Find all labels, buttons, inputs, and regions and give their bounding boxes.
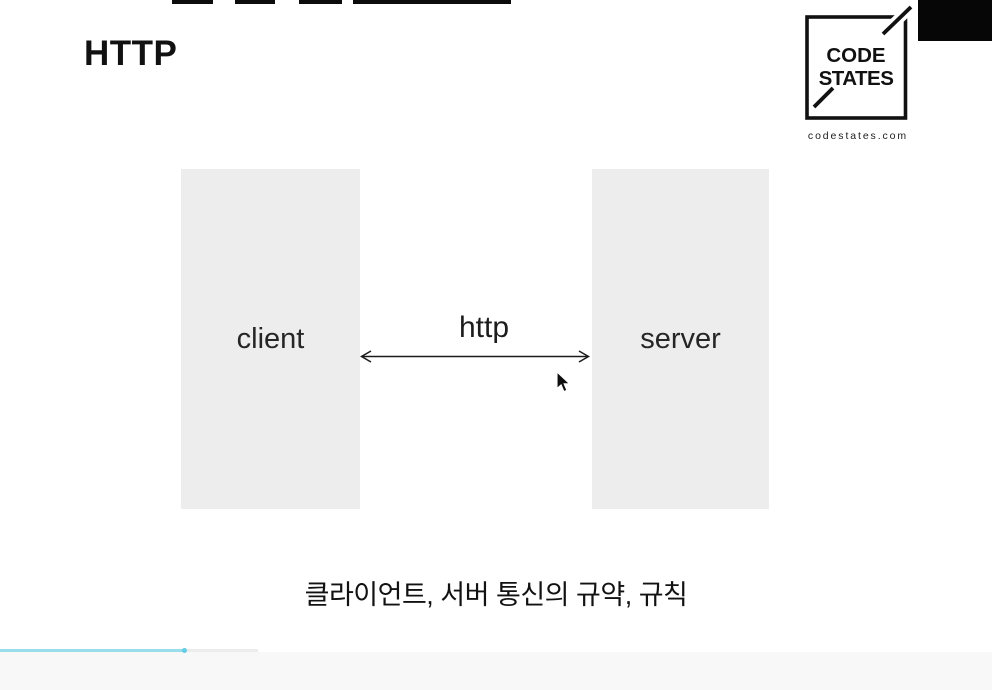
codestates-logo: CODE STATES codestates.com <box>798 2 918 148</box>
video-progress-bar[interactable] <box>0 648 992 653</box>
logo-text-line2: STATES <box>819 67 894 90</box>
codestates-logo-icon: CODE STATES <box>805 3 915 120</box>
protocol-label: http <box>458 311 510 344</box>
clipped-top-content <box>299 0 342 4</box>
client-box: client <box>181 169 360 509</box>
page-title: HTTP <box>84 34 178 73</box>
video-corner-overlay <box>918 0 992 41</box>
progress-handle[interactable] <box>181 648 187 653</box>
clipped-top-content <box>172 0 213 4</box>
clipped-top-content <box>353 0 511 4</box>
client-label: client <box>236 322 305 355</box>
logo-website-url: codestates.com <box>807 130 909 142</box>
player-control-bar <box>0 652 992 690</box>
progress-played <box>0 649 184 652</box>
mouse-cursor-icon <box>556 371 571 393</box>
clipped-top-content <box>235 0 275 4</box>
double-arrow-icon <box>360 350 590 363</box>
logo-text-line1: CODE <box>826 44 885 67</box>
server-label: server <box>640 322 721 355</box>
slide-caption: 클라이언트, 서버 통신의 규약, 규칙 <box>304 580 688 610</box>
server-box: server <box>592 169 769 509</box>
